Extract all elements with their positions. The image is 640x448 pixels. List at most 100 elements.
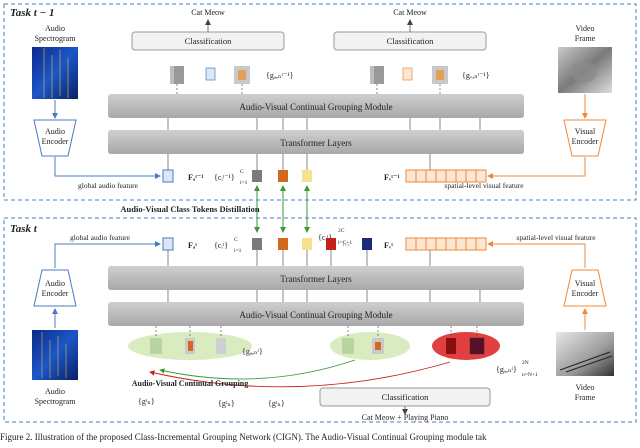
- prev-cat-meow-left: Cat Meow: [191, 8, 225, 17]
- cur-transformer-layers: [108, 266, 524, 290]
- cur-classification-label: Classification: [382, 392, 429, 402]
- cur-visual-encoder-label-1: Visual: [575, 279, 596, 288]
- cur-green-tokens-right: [342, 338, 384, 354]
- prev-spatial-visual-feature: spatial-level visual feature: [444, 181, 524, 190]
- cur-connector-lines: [167, 250, 481, 302]
- prev-acgm-label: Audio-Visual Continual Grouping Module: [239, 102, 392, 112]
- prev-group-tokens-right: [370, 66, 448, 84]
- cur-audio-encoder-label-2: Encoder: [42, 289, 69, 298]
- prev-spectrogram-label-2: Spectrogram: [35, 34, 77, 43]
- cur-green-tokens-left: [150, 338, 226, 354]
- cur-visual-encoder: [563, 269, 607, 307]
- prev-video-label-2: Frame: [575, 34, 596, 43]
- prev-class-token-orange: [278, 170, 288, 182]
- prev-class-tokens-sup: C: [240, 169, 244, 175]
- cur-red-blob: [432, 332, 500, 360]
- cur-class-token-orange: [278, 238, 288, 250]
- cur-g-red-sub: n=N+1: [522, 372, 538, 378]
- prev-audio-encoder-label-2: Encoder: [42, 137, 69, 146]
- cur-class-token-red: [326, 238, 336, 250]
- prev-class-tokens-sub: i=1: [240, 180, 248, 186]
- cur-acgm-bar: [108, 302, 524, 326]
- cur-global-audio-feature: global audio feature: [70, 233, 131, 242]
- cur-acgm-label: Audio-Visual Continual Grouping Module: [239, 310, 392, 320]
- cur-class-tokens-new-sup: 2C: [338, 228, 345, 234]
- figure-caption: Figure 2. Illustration of the proposed C…: [0, 432, 487, 442]
- cur-output-label: Cat Meow + Playing Piano: [362, 413, 449, 422]
- cur-global-audio-arrow: [54, 241, 161, 268]
- grouping-arrow-red: [149, 361, 451, 388]
- cur-audio-encoder-label-1: Audio: [45, 279, 65, 288]
- prev-visual-feature-tokens: [405, 169, 487, 183]
- prev-video-cat: [571, 61, 597, 83]
- grouping-g-2: {gᵗₙ}: [218, 399, 235, 408]
- cur-class-token-yellow: [302, 238, 312, 250]
- prev-g-audio: {gₐ,ₙᵗ⁻¹}: [266, 71, 294, 80]
- prev-class-token-grey: [252, 170, 262, 182]
- prev-f-visual: Fᵥᵗ⁻¹: [384, 173, 400, 182]
- cur-red-tokens: [446, 337, 485, 355]
- prev-connector-lines: [167, 118, 481, 170]
- prev-spectrogram-texture: [43, 48, 69, 98]
- prev-class-tokens: {cᵢᵗ⁻¹}: [214, 173, 235, 182]
- prev-classification-left-label: Classification: [185, 36, 232, 46]
- cur-class-token-ellipsis: ···: [342, 241, 350, 250]
- cur-class-token-navy: [362, 238, 372, 250]
- prev-class-token-yellow: [302, 170, 312, 182]
- prev-spatial-visual-arrow: [487, 157, 586, 179]
- prev-acgm-bar: [108, 94, 524, 118]
- prev-audio-feature-token: [162, 169, 174, 183]
- prev-transformer-label: Transformer Layers: [280, 138, 352, 148]
- prev-visual-encoder: [563, 119, 607, 157]
- cur-group-token-lines: [155, 326, 478, 338]
- cur-class-tokens-new: {cᵢᵗ}: [318, 233, 332, 242]
- prev-classification-right-label: Classification: [387, 36, 434, 46]
- cur-visual-encoder-label-2: Encoder: [572, 289, 599, 298]
- cur-class-tokens-old-sub: i=1: [234, 248, 242, 254]
- prev-global-audio-feature: global audio feature: [78, 181, 139, 190]
- cur-spatial-visual-arrow: [487, 241, 586, 268]
- cur-g-red: {gₐ,ₙᵗ}: [496, 365, 517, 374]
- prev-global-audio-arrow: [54, 157, 161, 179]
- grouping-g-3: {gᵗₙ}: [268, 399, 285, 408]
- distillation-label: Audio-Visual Class Tokens Distillation: [120, 204, 260, 214]
- cur-spectrogram-label-2: Spectrogram: [35, 397, 77, 406]
- cur-class-token-grey: [252, 238, 262, 250]
- prev-video-label-1: Video: [575, 24, 594, 33]
- task-prev-title: Task t − 1: [10, 7, 54, 19]
- cur-video-label-1: Video: [575, 383, 594, 392]
- task-cur-title: Task t: [10, 223, 38, 235]
- cur-audio-encoder: [33, 269, 77, 307]
- prev-visual-encoder-label-1: Visual: [575, 127, 596, 136]
- prev-spectrogram-image: [32, 47, 78, 99]
- cur-class-tokens-old: {cᵢᵗ}: [214, 241, 228, 250]
- cur-spectrogram-image: [32, 330, 78, 380]
- prev-g-visual: {gᵥ,ₙᵗ⁻¹}: [462, 71, 490, 80]
- cur-video-label-2: Frame: [575, 393, 596, 402]
- cur-g-green: {gₐ,ₙᵗ}: [242, 347, 263, 356]
- prev-visual-encoder-label-2: Encoder: [572, 137, 599, 146]
- cur-spectrogram-label-1: Audio: [45, 387, 65, 396]
- task-prev-frame: [3, 3, 637, 201]
- cur-g-red-sup: 2N: [522, 360, 529, 366]
- prev-spectrogram-label-1: Audio: [45, 24, 65, 33]
- task-cur-frame: [3, 217, 637, 423]
- cur-class-tokens-old-sup: C: [234, 237, 238, 243]
- prev-audio-encoder-label-1: Audio: [45, 127, 65, 136]
- grouping-arrow-green: [159, 359, 356, 380]
- cur-spectrogram-texture: [41, 332, 67, 378]
- cur-visual-feature-tokens: [405, 237, 487, 251]
- prev-group-tokens-left: [170, 66, 250, 84]
- grouping-label: Audio-Visual Continual Grouping: [132, 379, 248, 388]
- cur-f-visual: Fᵥᵗ: [384, 241, 393, 250]
- prev-transformer-layers: [108, 130, 524, 154]
- cur-transformer-label: Transformer Layers: [280, 274, 352, 284]
- cur-class-tokens-new-sub: i=C+1: [338, 240, 352, 246]
- prev-cat-meow-right: Cat Meow: [393, 8, 427, 17]
- prev-group-token-lines: [176, 84, 441, 94]
- cur-video-piano-keys: [559, 351, 613, 373]
- grouping-g-1: {gᵗₙ}: [138, 397, 155, 406]
- prev-f-audio: Fₐᵗ⁻¹: [188, 173, 204, 182]
- prev-audio-encoder: [33, 119, 77, 157]
